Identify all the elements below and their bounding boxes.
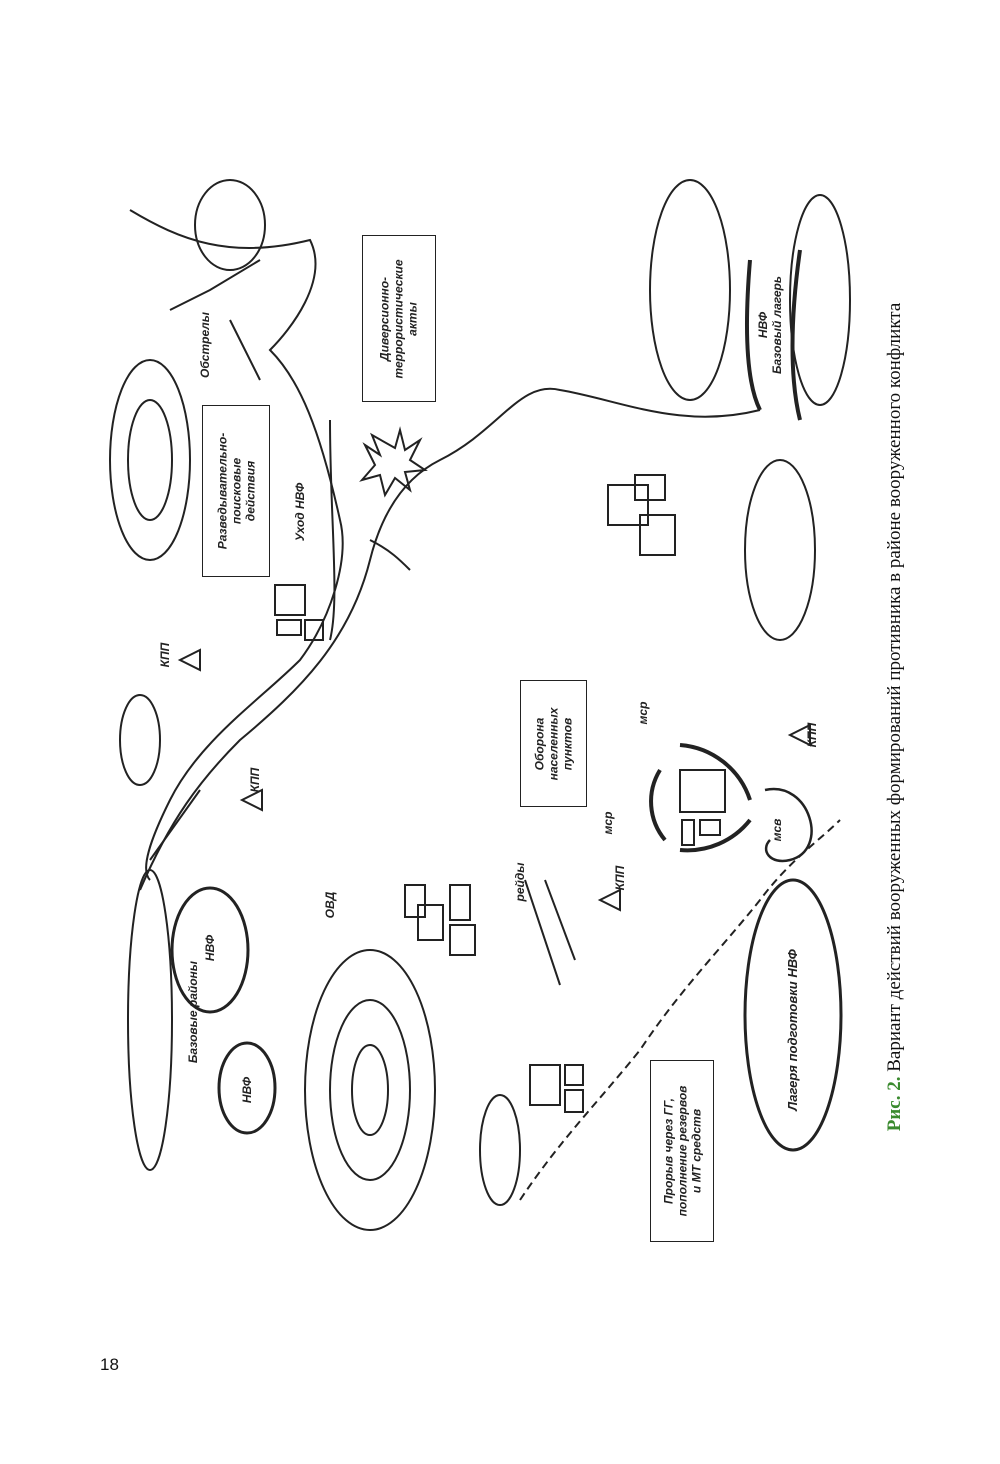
callout-line: Оборона bbox=[532, 717, 547, 770]
callout-line: поисковые bbox=[229, 457, 243, 525]
label-kpp: КПП bbox=[248, 767, 262, 793]
label-nvf: НВФ bbox=[240, 1076, 254, 1104]
label-nvf-withdrawal: Уход НВФ bbox=[293, 482, 307, 542]
defense-arc bbox=[649, 768, 667, 842]
hill bbox=[119, 694, 161, 786]
page-number: 18 bbox=[100, 1355, 119, 1374]
label-shelling: Обстрелы bbox=[198, 312, 212, 378]
defense-arc bbox=[679, 818, 752, 853]
label-training-camps: Лагеря подготовки НВФ bbox=[785, 949, 800, 1111]
callout-line: пунктов bbox=[560, 717, 575, 770]
base-camp-wall bbox=[745, 259, 762, 411]
checkpoint-triangle bbox=[239, 788, 263, 812]
hill bbox=[109, 359, 191, 561]
callout-line: Диверсионно- bbox=[378, 276, 392, 361]
shelling-arrow bbox=[229, 319, 261, 381]
label-msr: мср bbox=[636, 701, 650, 725]
label-msv: мсв bbox=[770, 818, 784, 842]
callout-line: Прорыв через ГГ, bbox=[661, 1098, 676, 1204]
label-kpp: КПП bbox=[805, 722, 819, 748]
hill bbox=[479, 1094, 521, 1206]
movement-arrow bbox=[169, 259, 261, 311]
callout-line: действия bbox=[243, 460, 257, 522]
callout-line: акты bbox=[406, 301, 420, 336]
hill bbox=[649, 179, 731, 401]
training-camp-area bbox=[743, 878, 843, 1152]
checkpoint-triangle bbox=[177, 648, 201, 672]
hill bbox=[329, 999, 411, 1181]
callout-line: пополнение резервов bbox=[675, 1085, 690, 1217]
figure-caption: Рис. 2. Вариант действий вооруженных фор… bbox=[884, 303, 906, 1132]
hill bbox=[351, 1044, 389, 1136]
explosion-icon bbox=[359, 426, 428, 498]
hill bbox=[304, 949, 436, 1231]
label-ovd: ОВД bbox=[323, 891, 337, 919]
hill bbox=[744, 459, 816, 641]
label-nvf: НВФ bbox=[203, 934, 217, 962]
label-base-areas: Базовые районы bbox=[186, 960, 200, 1064]
label-kpp: КПП bbox=[158, 642, 172, 668]
callout-line: террористические bbox=[392, 258, 406, 379]
label-kpp: КПП bbox=[613, 865, 627, 891]
river-bank bbox=[139, 387, 761, 891]
defense-arc bbox=[679, 743, 752, 801]
base-camp-wall bbox=[790, 249, 802, 421]
checkpoint-triangle bbox=[787, 723, 811, 747]
callout-line: Разведывательно- bbox=[215, 432, 229, 550]
label-raids: рейды bbox=[513, 862, 527, 902]
hill bbox=[127, 399, 173, 521]
nvf-area bbox=[170, 886, 250, 1014]
figure-label: Рис. 2. bbox=[884, 1076, 905, 1132]
withdrawal-arrow bbox=[329, 419, 336, 641]
msv-position bbox=[764, 787, 813, 863]
nvf-area bbox=[217, 1041, 277, 1135]
callout-line: населенных bbox=[546, 707, 561, 780]
raid-arrow bbox=[544, 879, 576, 961]
border-line bbox=[519, 819, 841, 1201]
caption-text: Вариант действий вооруженных формировани… bbox=[884, 302, 905, 1072]
label-msr: мср bbox=[601, 811, 615, 835]
base-camp-line: НВФ bbox=[756, 311, 770, 339]
hill bbox=[789, 194, 851, 406]
checkpoint-triangle bbox=[597, 888, 621, 912]
river bbox=[129, 209, 344, 881]
hill bbox=[127, 869, 173, 1171]
settlement-buildings bbox=[274, 474, 726, 1113]
withdrawal-arrow bbox=[369, 539, 411, 571]
callout-line: и МТ средств bbox=[689, 1108, 704, 1194]
hill bbox=[194, 179, 266, 271]
base-camp-line: Базовый лагерь bbox=[770, 276, 784, 374]
movement-arrow bbox=[149, 789, 201, 861]
